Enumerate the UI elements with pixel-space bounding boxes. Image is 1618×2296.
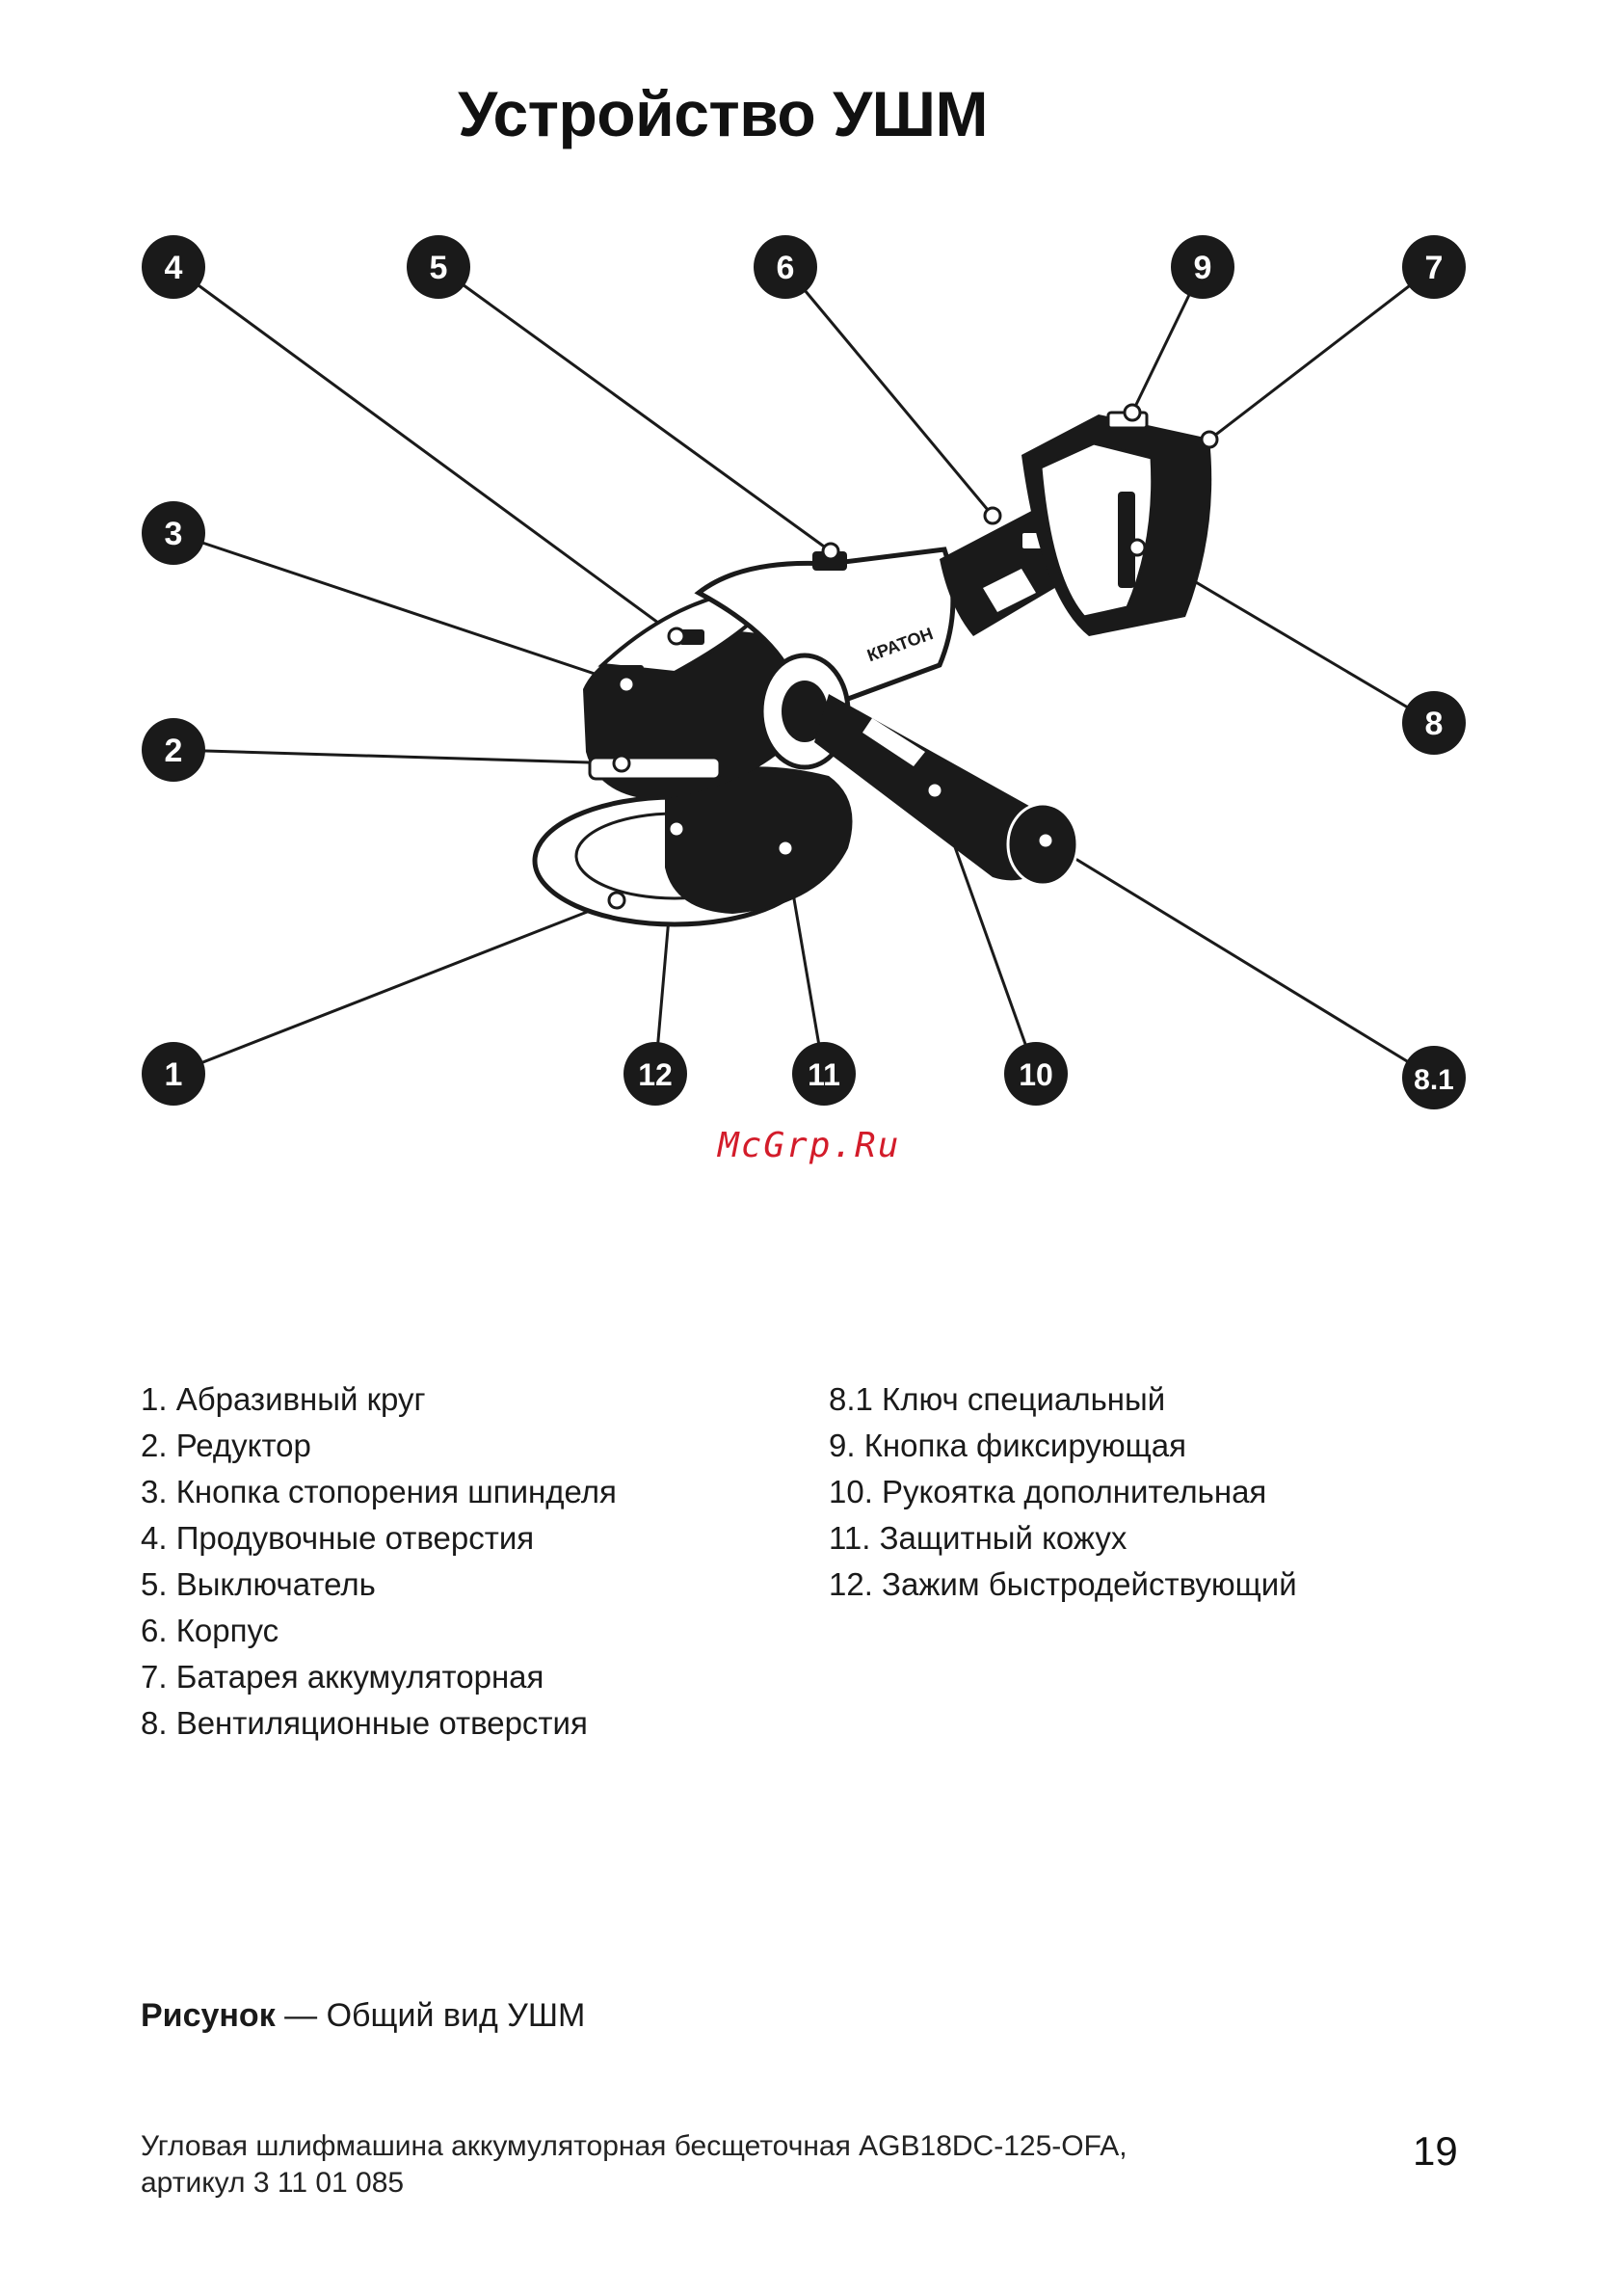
svg-text:7: 7 bbox=[1425, 250, 1444, 286]
legend-item: 3. Кнопка стопорения шпинделя bbox=[141, 1474, 617, 1509]
svg-text:1: 1 bbox=[165, 1056, 183, 1093]
legend-item: 1. Абразивный круг bbox=[141, 1381, 426, 1417]
callout-8: 8 bbox=[1402, 691, 1466, 755]
leader-lines bbox=[172, 265, 1435, 1080]
callout-badges: 4 5 6 9 7 3 8 2 1 12 11 10 8.1 bbox=[142, 235, 1466, 1109]
svg-text:6: 6 bbox=[777, 250, 795, 286]
legend-right: 8.1 Ключ специальный 9. Кнопка фиксирующ… bbox=[829, 1376, 1297, 1608]
leader-line-4 bbox=[172, 265, 677, 638]
legend-item: 2. Редуктор bbox=[141, 1428, 311, 1463]
legend-item: 9. Кнопка фиксирующая bbox=[829, 1428, 1186, 1463]
svg-text:10: 10 bbox=[1019, 1057, 1053, 1092]
leader-line-6 bbox=[783, 266, 995, 517]
legend-item: 6. Корпус bbox=[141, 1613, 279, 1648]
legend-item: 4. Продувочные отверстия bbox=[141, 1520, 535, 1556]
callout-12: 12 bbox=[623, 1042, 687, 1106]
svg-text:4: 4 bbox=[165, 250, 183, 286]
motor-housing bbox=[694, 547, 956, 705]
legend-item: 7. Батарея аккумуляторная bbox=[141, 1659, 544, 1695]
callout-4: 4 bbox=[142, 235, 205, 299]
leader-line-5 bbox=[438, 265, 832, 553]
callout-2: 2 bbox=[142, 718, 205, 782]
footer-line-1: Угловая шлифмашина аккумуляторная бесщет… bbox=[141, 2130, 1127, 2162]
guard bbox=[665, 766, 853, 914]
callout-7: 7 bbox=[1402, 235, 1466, 299]
legend-left: 1. Абразивный круг 2. Редуктор 3. Кнопка… bbox=[141, 1376, 617, 1747]
grinder-diagram: КРАТОН 4 5 6 9 7 bbox=[142, 235, 1466, 1109]
svg-text:8: 8 bbox=[1425, 706, 1444, 742]
leader-line-1 bbox=[172, 898, 618, 1076]
footer-product-info: Угловая шлифмашина аккумуляторная бесщет… bbox=[141, 2128, 1297, 2202]
footer-line-2: артикул 3 11 01 085 bbox=[141, 2167, 405, 2199]
leader-line-2 bbox=[172, 748, 623, 765]
figure-caption: Рисунок — Общий вид УШМ bbox=[141, 1997, 585, 2035]
legend-item: 11. Защитный кожух bbox=[829, 1520, 1127, 1556]
svg-text:11: 11 bbox=[808, 1057, 840, 1092]
page-title: Устройство УШМ bbox=[458, 78, 988, 149]
callout-10: 10 bbox=[1004, 1042, 1068, 1106]
leader-line-7 bbox=[1208, 265, 1435, 441]
callout-3: 3 bbox=[142, 501, 205, 565]
svg-text:8.1: 8.1 bbox=[1414, 1064, 1454, 1096]
legend-item: 12. Зажим быстродействующий bbox=[829, 1566, 1297, 1602]
legend-item: 8. Вентиляционные отверстия bbox=[141, 1705, 588, 1741]
legend-item: 8.1 Ключ специальный bbox=[829, 1381, 1166, 1417]
callout-5: 5 bbox=[407, 235, 470, 299]
callout-1: 1 bbox=[142, 1042, 205, 1106]
callout-9: 9 bbox=[1171, 235, 1234, 299]
svg-text:12: 12 bbox=[638, 1057, 673, 1092]
callout-11: 11 bbox=[792, 1042, 856, 1106]
svg-text:2: 2 bbox=[165, 733, 183, 769]
pointer-dots bbox=[607, 403, 1219, 910]
callout-6: 6 bbox=[754, 235, 817, 299]
legend-item: 10. Рукоятка дополнительная bbox=[829, 1474, 1267, 1509]
caption-label: Рисунок bbox=[141, 1997, 276, 2034]
grinder-illustration: КРАТОН bbox=[532, 411, 1212, 927]
svg-text:5: 5 bbox=[430, 250, 448, 286]
svg-text:3: 3 bbox=[165, 516, 183, 552]
page-number: 19 bbox=[1413, 2128, 1458, 2174]
callout-8-1: 8.1 bbox=[1402, 1046, 1466, 1109]
caption-text: — Общий вид УШМ bbox=[275, 1997, 586, 2034]
leader-line-8-1 bbox=[1045, 839, 1435, 1080]
svg-text:9: 9 bbox=[1194, 250, 1212, 286]
leader-line-3 bbox=[172, 531, 627, 686]
watermark: McGrp.Ru bbox=[718, 1126, 901, 1165]
legend-item: 5. Выключатель bbox=[141, 1566, 376, 1602]
